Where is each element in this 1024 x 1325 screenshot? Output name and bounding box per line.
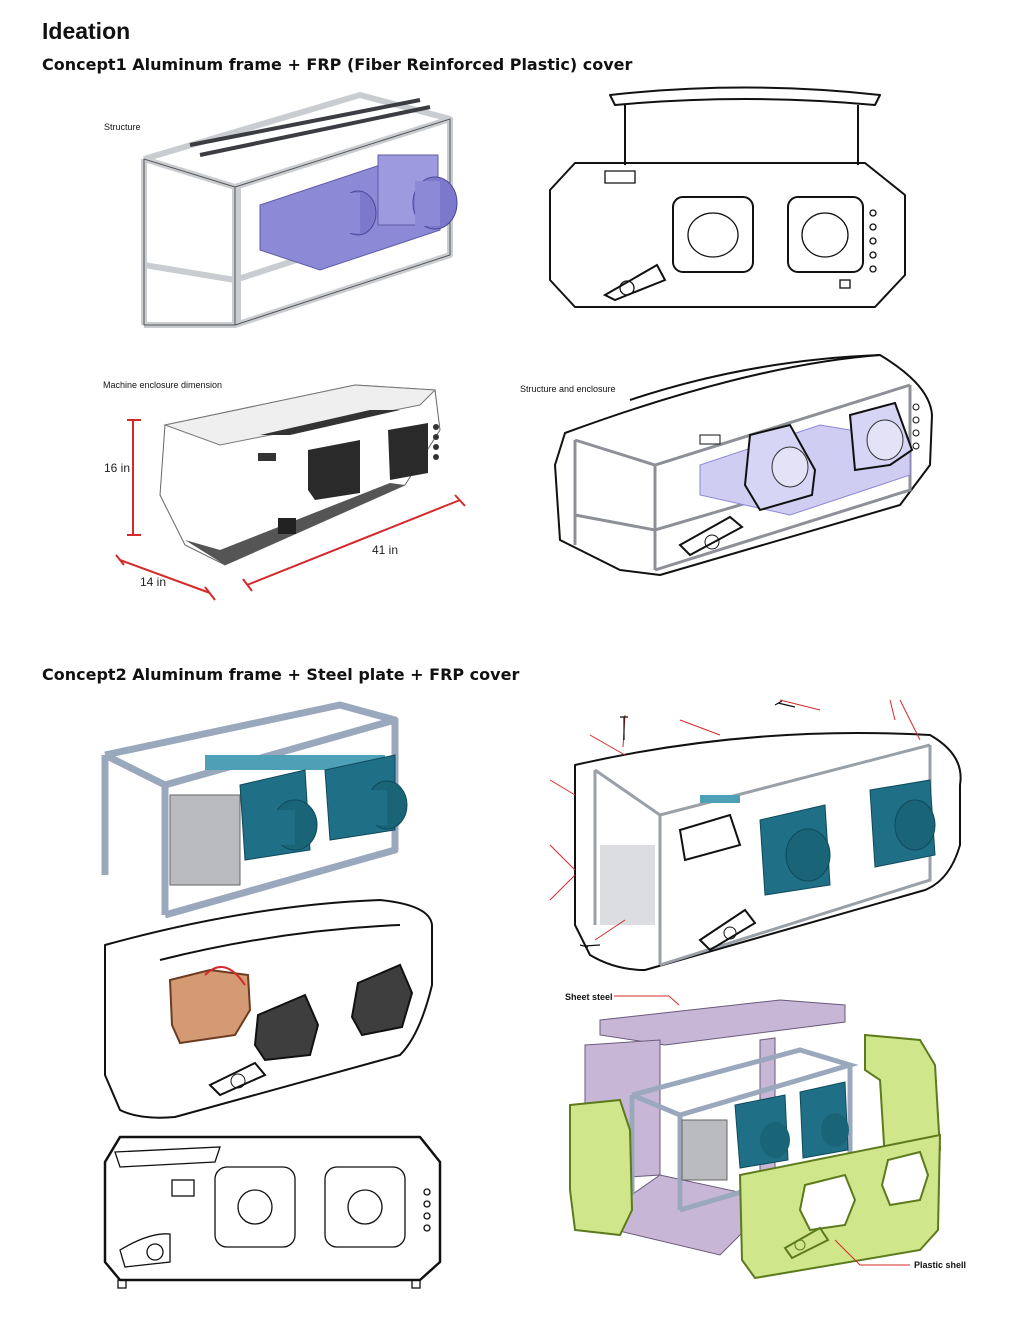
concept2-frame-render — [101, 701, 408, 919]
concept2-enclosure-sketch — [104, 899, 433, 1119]
enclosure-dimension-caption: Machine enclosure dimension — [103, 380, 223, 390]
concept2-exploded-view — [569, 999, 942, 1280]
page-title: Ideation — [42, 18, 131, 44]
concept2-transparent-assembly — [549, 699, 962, 971]
concept1-structure-render — [141, 92, 458, 328]
concept1-heading: Concept1 Aluminum frame + FRP (Fiber Rei… — [42, 55, 633, 74]
sheet-steel-callout: Sheet steel — [565, 992, 613, 1002]
plastic-shell-callout: Plastic shell — [914, 1260, 967, 1270]
depth-dimension: 14 in — [140, 575, 167, 589]
sheet-steel-leader — [614, 995, 680, 1006]
concept1-enclosure-render — [159, 384, 441, 566]
length-dimension: 41 in — [372, 543, 399, 557]
concept2-heading: Concept2 Aluminum frame + Steel plate + … — [42, 665, 520, 684]
concept2-front-sketch — [103, 1135, 442, 1289]
structure-caption: Structure — [104, 122, 141, 132]
structure-and-enclosure-caption: Structure and enclosure — [520, 384, 616, 394]
concept1-front-sketch — [549, 86, 906, 308]
concept1-dimension-lines — [115, 419, 466, 601]
concept1-structure-enclosure-render — [554, 354, 933, 576]
height-dimension: 16 in — [104, 461, 131, 475]
